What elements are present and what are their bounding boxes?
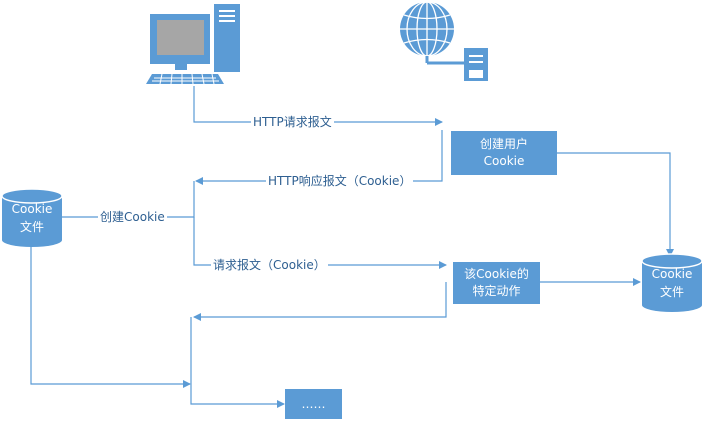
edge-label-request: 请求报文（Cookie） <box>211 258 328 272</box>
globe-server-icon <box>400 1 488 81</box>
edge-to-ellipsis <box>190 317 285 408</box>
edge-create-cookie-down <box>193 217 447 269</box>
edge-action-back <box>193 282 447 321</box>
create-user-cookie-box: 创建用户 Cookie <box>451 131 557 175</box>
edge-http-request <box>193 86 443 126</box>
client-cookie-db <box>1 188 63 247</box>
server-db-label: Cookie 文件 <box>642 265 702 301</box>
desktop-computer-icon <box>146 4 240 85</box>
server-cookie-db <box>641 253 703 312</box>
ellipsis-text: …… <box>301 396 326 411</box>
server-db-label-line2: 文件 <box>659 285 684 299</box>
edge-create-user-to-db <box>557 152 674 257</box>
create-user-cookie-line1: 创建用户 <box>479 137 528 151</box>
client-db-label: Cookie 文件 <box>2 200 62 236</box>
edge-label-http-response: HTTP响应报文（Cookie） <box>266 174 414 188</box>
create-user-cookie-line2: Cookie <box>483 154 525 168</box>
specific-action-line1: 该Cookie的 <box>464 267 529 281</box>
specific-action-line2: 特定动作 <box>472 284 521 298</box>
edge-label-http-request: HTTP请求报文 <box>251 115 334 129</box>
server-db-label-line1: Cookie <box>651 267 693 281</box>
ellipsis-box: …… <box>285 389 342 419</box>
edge-client-db-down <box>30 245 191 388</box>
client-db-label-line1: Cookie <box>11 202 53 216</box>
specific-action-box: 该Cookie的 特定动作 <box>453 262 540 304</box>
client-db-label-line2: 文件 <box>19 220 44 234</box>
edge-label-create-cookie: 创建Cookie <box>98 210 167 224</box>
